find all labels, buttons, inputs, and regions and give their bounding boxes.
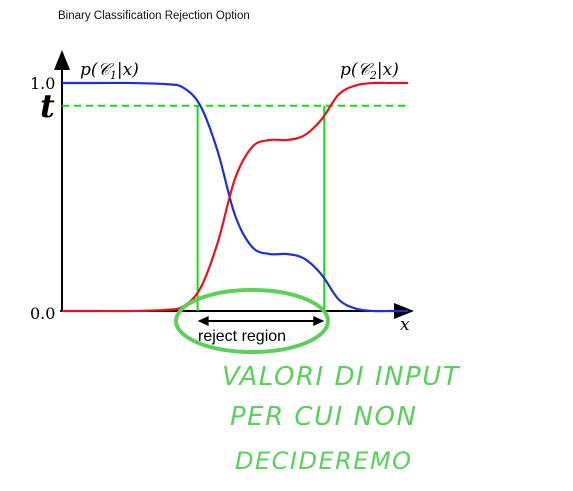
reject-arrowhead-right (313, 316, 325, 326)
reject-arrowhead-left (197, 316, 209, 326)
threshold-label: t (40, 87, 55, 125)
page-title: Binary Classification Rejection Option (58, 10, 250, 22)
x-axis-label: x (400, 315, 410, 335)
handwritten-note-line-3: DECIDEREMO (235, 447, 413, 475)
handwritten-note-line-2: PER CUI NON (230, 402, 417, 432)
curve-label-c2: p(𝒞2|x) (340, 60, 399, 82)
handwritten-note-line-1: VALORI DI INPUT (222, 362, 461, 392)
series-line-2 (62, 81, 408, 313)
reject-region-arrow (197, 316, 325, 326)
y-tick-label-0: 0.0 (30, 304, 55, 323)
y-tick-label-1: 1.0 (30, 74, 55, 93)
series-line-1 (62, 81, 408, 313)
handwritten-circle (174, 288, 330, 354)
curve-label-c1: p(𝒞1|x) (80, 60, 139, 82)
reject-region-label: reject region (198, 328, 286, 345)
